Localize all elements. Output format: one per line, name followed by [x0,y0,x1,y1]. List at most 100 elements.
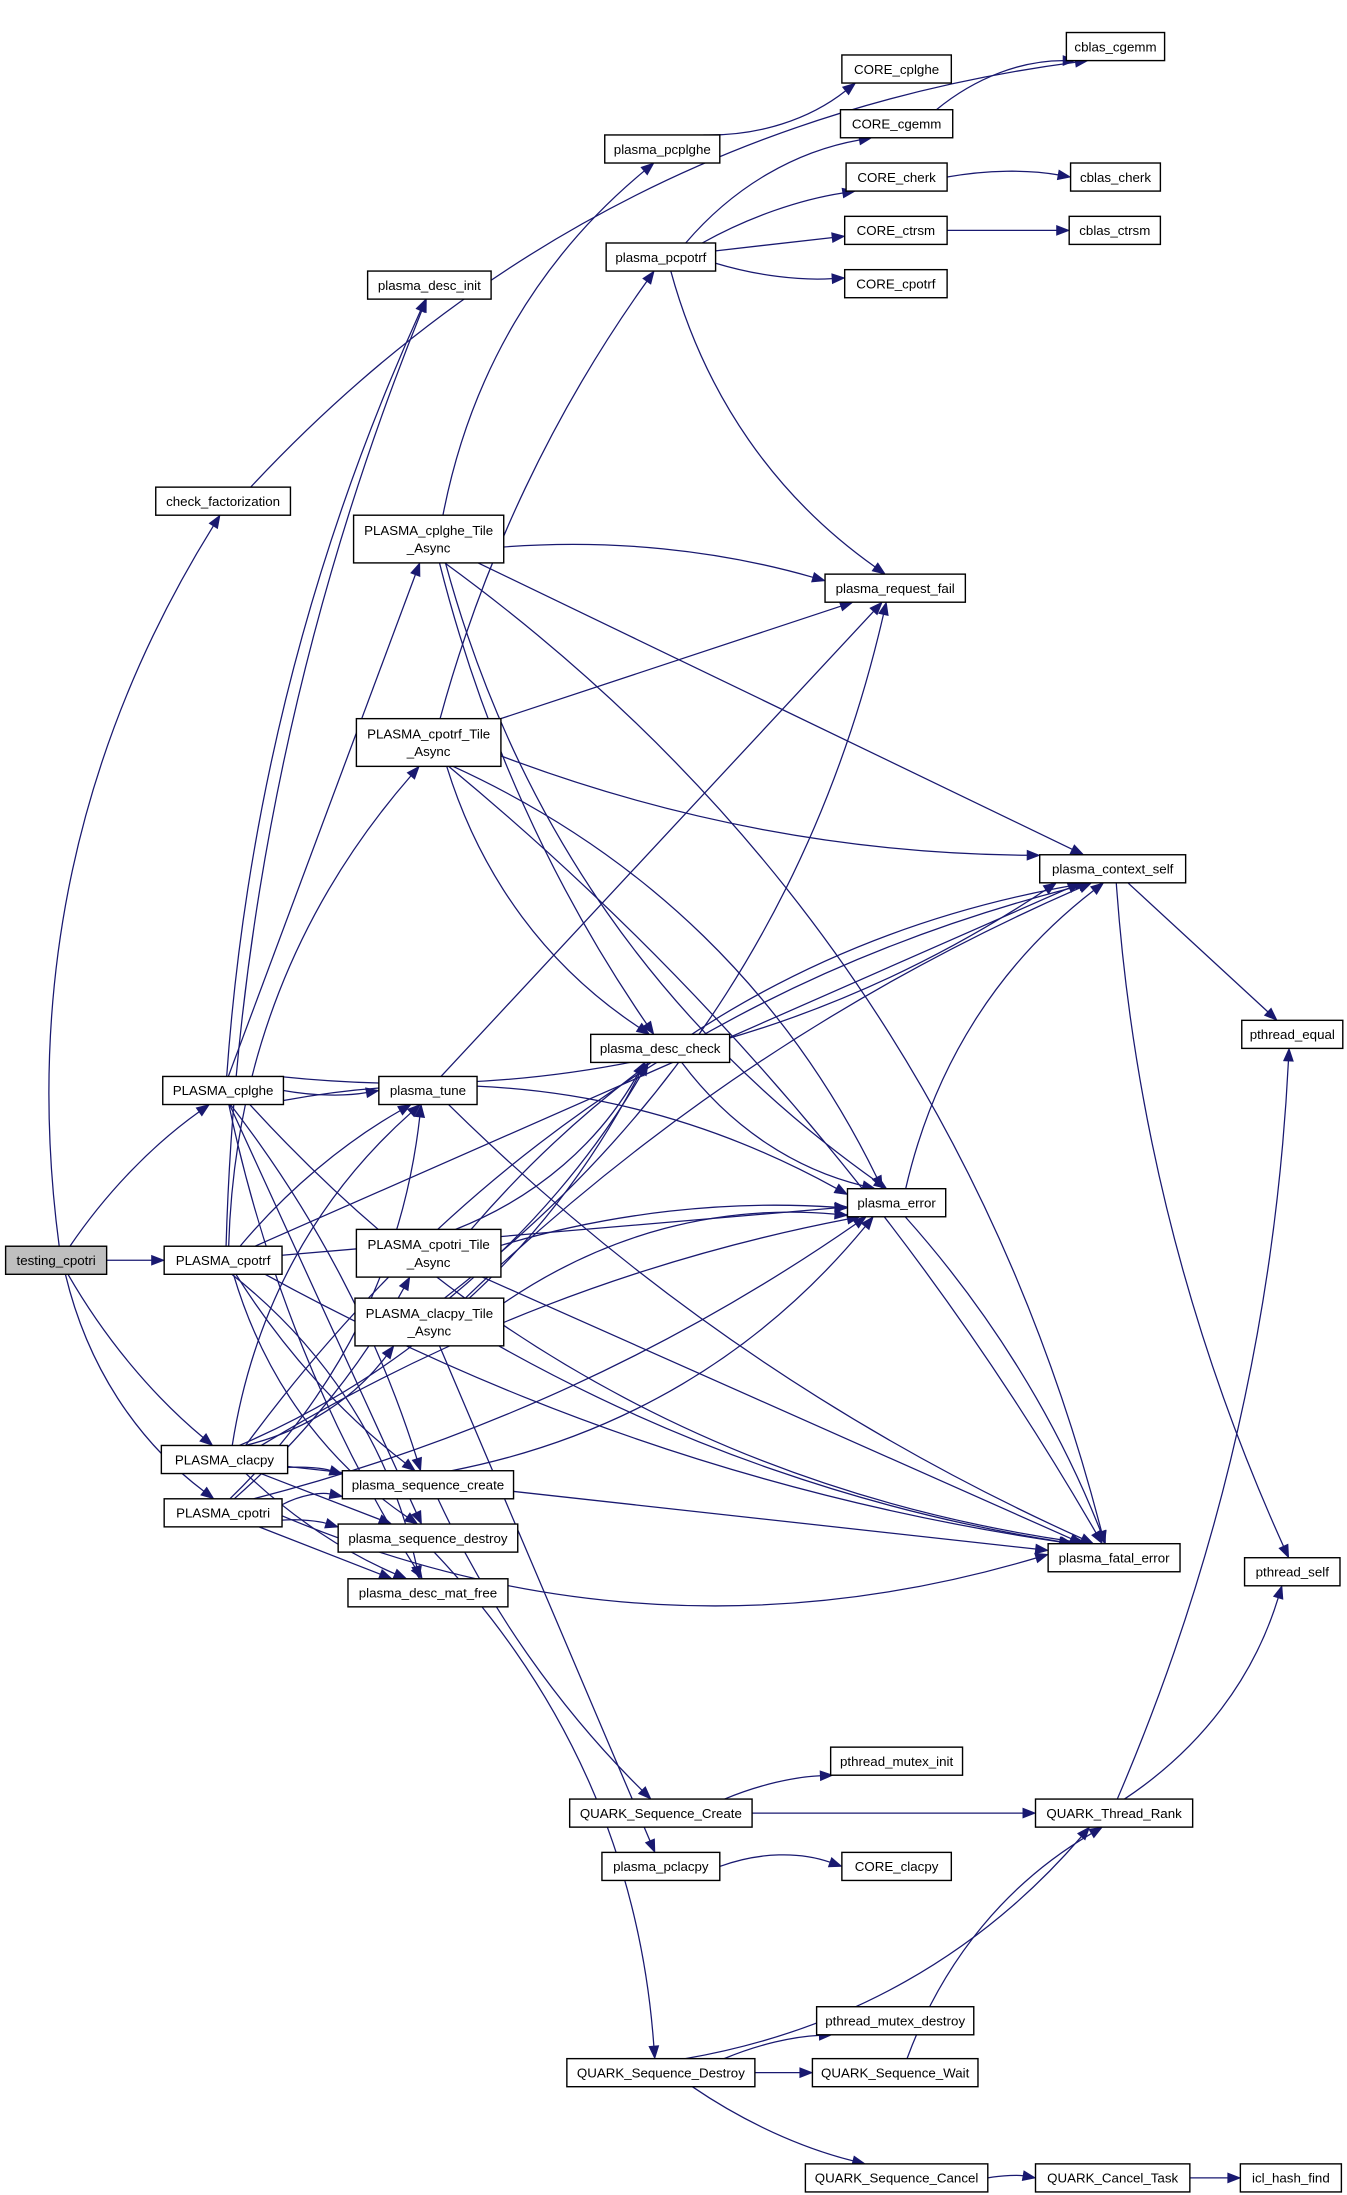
node-label: _Async [407,1324,452,1339]
edge-line [987,2174,1024,2179]
node-box [804,2163,989,2193]
node-plasma-cplghe[interactable]: PLASMA_cplghe [162,1075,285,1106]
node-label: CORE_cherk [857,170,936,185]
arrowhead-icon [392,1568,408,1580]
node-label: plasma_request_fail [836,581,955,596]
node-quark-sequence-destroy[interactable]: QUARK_Sequence_Destroy [566,2057,756,2088]
arrowhead-icon [381,1345,395,1360]
node-plasma-cpotri-tile-async[interactable]: PLASMA_cpotri_Tile_Async [355,1228,502,1278]
node-box [1039,854,1187,884]
node-pthread-self[interactable]: pthread_self [1243,1557,1341,1587]
node-cblas-cherk[interactable]: cblas_cherk [1069,162,1162,192]
node-label: QUARK_Sequence_Create [580,1806,742,1821]
node-label: QUARK_Sequence_Cancel [815,2171,979,2186]
node-plasma-cpotri[interactable]: PLASMA_cpotri [163,1498,283,1528]
edge-line [235,1273,406,1464]
node-quark-sequence-create[interactable]: QUARK_Sequence_Create [568,1798,753,1828]
arrowhead-icon [208,514,221,530]
arrowhead-icon [1056,169,1072,181]
node-box [829,1746,964,1776]
node-label: QUARK_Sequence_Wait [821,2065,970,2080]
arrowhead-icon [324,1518,340,1529]
arrowhead-icon [852,1216,867,1229]
edge-line [701,192,843,244]
edge-plasma-cpotri-to-plasma-fatal-error [281,1515,1050,1607]
node-box [4,1245,108,1275]
node-quark-cancel-task[interactable]: QUARK_Cancel_Task [1034,2163,1191,2193]
arrowhead-icon [406,765,420,780]
node-plasma-request-fail[interactable]: plasma_request_fail [824,573,967,603]
edge-line [254,887,1070,1247]
node-label: plasma_desc_check [600,1041,721,1056]
node-box [1047,1542,1181,1573]
node-quark-sequence-wait[interactable]: QUARK_Sequence_Wait [811,2057,979,2088]
node-plasma-sequence-create[interactable]: plasma_sequence_create [341,1470,515,1500]
node-plasma-clacpy-tile-async[interactable]: PLASMA_clacpy_Tile_Async [354,1297,505,1347]
edge-line [439,280,648,719]
edge-line [470,884,1076,1230]
edge-line [283,1089,367,1096]
node-plasma-pclacpy[interactable]: plasma_pclacpy [601,1851,721,1882]
edge-line [446,766,640,1028]
node-plasma-pcpotrf[interactable]: plasma_pcpotrf [605,242,717,272]
node-plasma-fatal-error[interactable]: plasma_fatal_error [1047,1542,1181,1573]
node-core-cpotrf[interactable]: CORE_cpotrf [843,268,948,299]
node-box [839,108,954,139]
node-pthread-equal[interactable]: pthread_equal [1241,1019,1344,1050]
node-core-ctrsm[interactable]: CORE_ctrsm [843,215,948,246]
edge-plasma-clacpy-tile-async-to-plasma-request-fail [444,601,889,1299]
node-quark-sequence-cancel[interactable]: QUARK_Sequence_Cancel [804,2163,989,2193]
edge-line [228,1104,417,1569]
node-label: icl_hash_find [1252,2171,1330,2186]
arrowhead-icon [410,562,421,577]
node-check-factorization[interactable]: check_factorization [155,486,292,516]
node-plasma-desc-mat-free[interactable]: plasma_desc_mat_free [347,1578,509,1608]
node-core-cherk[interactable]: CORE_cherk [845,162,948,192]
node-plasma-sequence-destroy[interactable]: plasma_sequence_destroy [337,1523,519,1553]
node-plasma-tune[interactable]: plasma_tune [378,1075,478,1106]
edge-plasma-cpotri-to-plasma-sequence-create [281,1488,344,1506]
edge-plasma-cpotrf-tile-async-to-plasma-desc-check [446,766,651,1035]
arrowhead-icon [869,601,883,616]
edge-line [670,270,876,568]
edge-line [228,775,412,1247]
edge-plasma-cpotrf-tile-async-to-plasma-context-self [500,755,1041,861]
edge-line [477,562,1073,850]
node-label: plasma_fatal_error [1059,1550,1171,1565]
edge-testing-cpotri-to-plasma-cplghe [69,1103,211,1247]
node-core-cgemm[interactable]: CORE_cgemm [839,108,954,139]
edge-plasma-sequence-destroy-to-quark-sequence-destroy [433,1551,660,2060]
node-plasma-pcplghe[interactable]: plasma_pcplghe [604,134,721,164]
edge-line [1124,1597,1279,1800]
arrowhead-icon [1042,882,1058,895]
node-plasma-cplghe-tile-async[interactable]: PLASMA_cplghe_Tile_Async [352,514,505,564]
node-cblas-cgemm[interactable]: cblas_cgemm [1065,31,1166,62]
edge-quark-thread-rank-to-pthread-self [1124,1584,1284,1800]
node-core-clacpy[interactable]: CORE_clacpy [841,1851,953,1882]
arrowhead-icon [398,1276,411,1292]
arrowhead-icon [397,1104,412,1116]
node-plasma-desc-init[interactable]: plasma_desc_init [366,270,492,300]
node-core-cplghe[interactable]: CORE_cplghe [841,54,953,84]
node-plasma-clacpy[interactable]: PLASMA_clacpy [160,1444,289,1475]
arrowhead-icon [416,298,427,314]
node-pthread-mutex-destroy[interactable]: pthread_mutex_destroy [815,2006,975,2036]
node-plasma-cpotrf-tile-async[interactable]: PLASMA_cpotrf_Tile_Async [355,717,502,768]
arrowhead-icon [831,273,846,285]
node-label: pthread_equal [1250,1027,1335,1042]
node-plasma-error[interactable]: plasma_error [846,1188,947,1218]
node-quark-thread-rank[interactable]: QUARK_Thread_Rank [1034,1798,1194,1828]
edge-line [723,2034,820,2060]
node-icl-hash-find[interactable]: icl_hash_find [1239,2163,1343,2193]
edge-plasma-cpotrf-tile-async-to-plasma-fatal-error [448,765,1103,1545]
node-plasma-cpotrf[interactable]: PLASMA_cpotrf [163,1245,283,1275]
arrowhead-icon [411,1509,422,1525]
edge-plasma-cplghe-tile-async-to-plasma-request-fail [503,543,826,583]
edge-line [715,236,833,252]
node-testing-cpotri[interactable]: testing_cpotri [4,1245,108,1275]
node-plasma-desc-check[interactable]: plasma_desc_check [590,1033,731,1064]
node-pthread-mutex-init[interactable]: pthread_mutex_init [829,1746,964,1776]
arrowhead-icon [860,1216,874,1231]
node-cblas-ctrsm[interactable]: cblas_ctrsm [1068,215,1162,246]
node-plasma-context-self[interactable]: plasma_context_self [1039,854,1187,884]
